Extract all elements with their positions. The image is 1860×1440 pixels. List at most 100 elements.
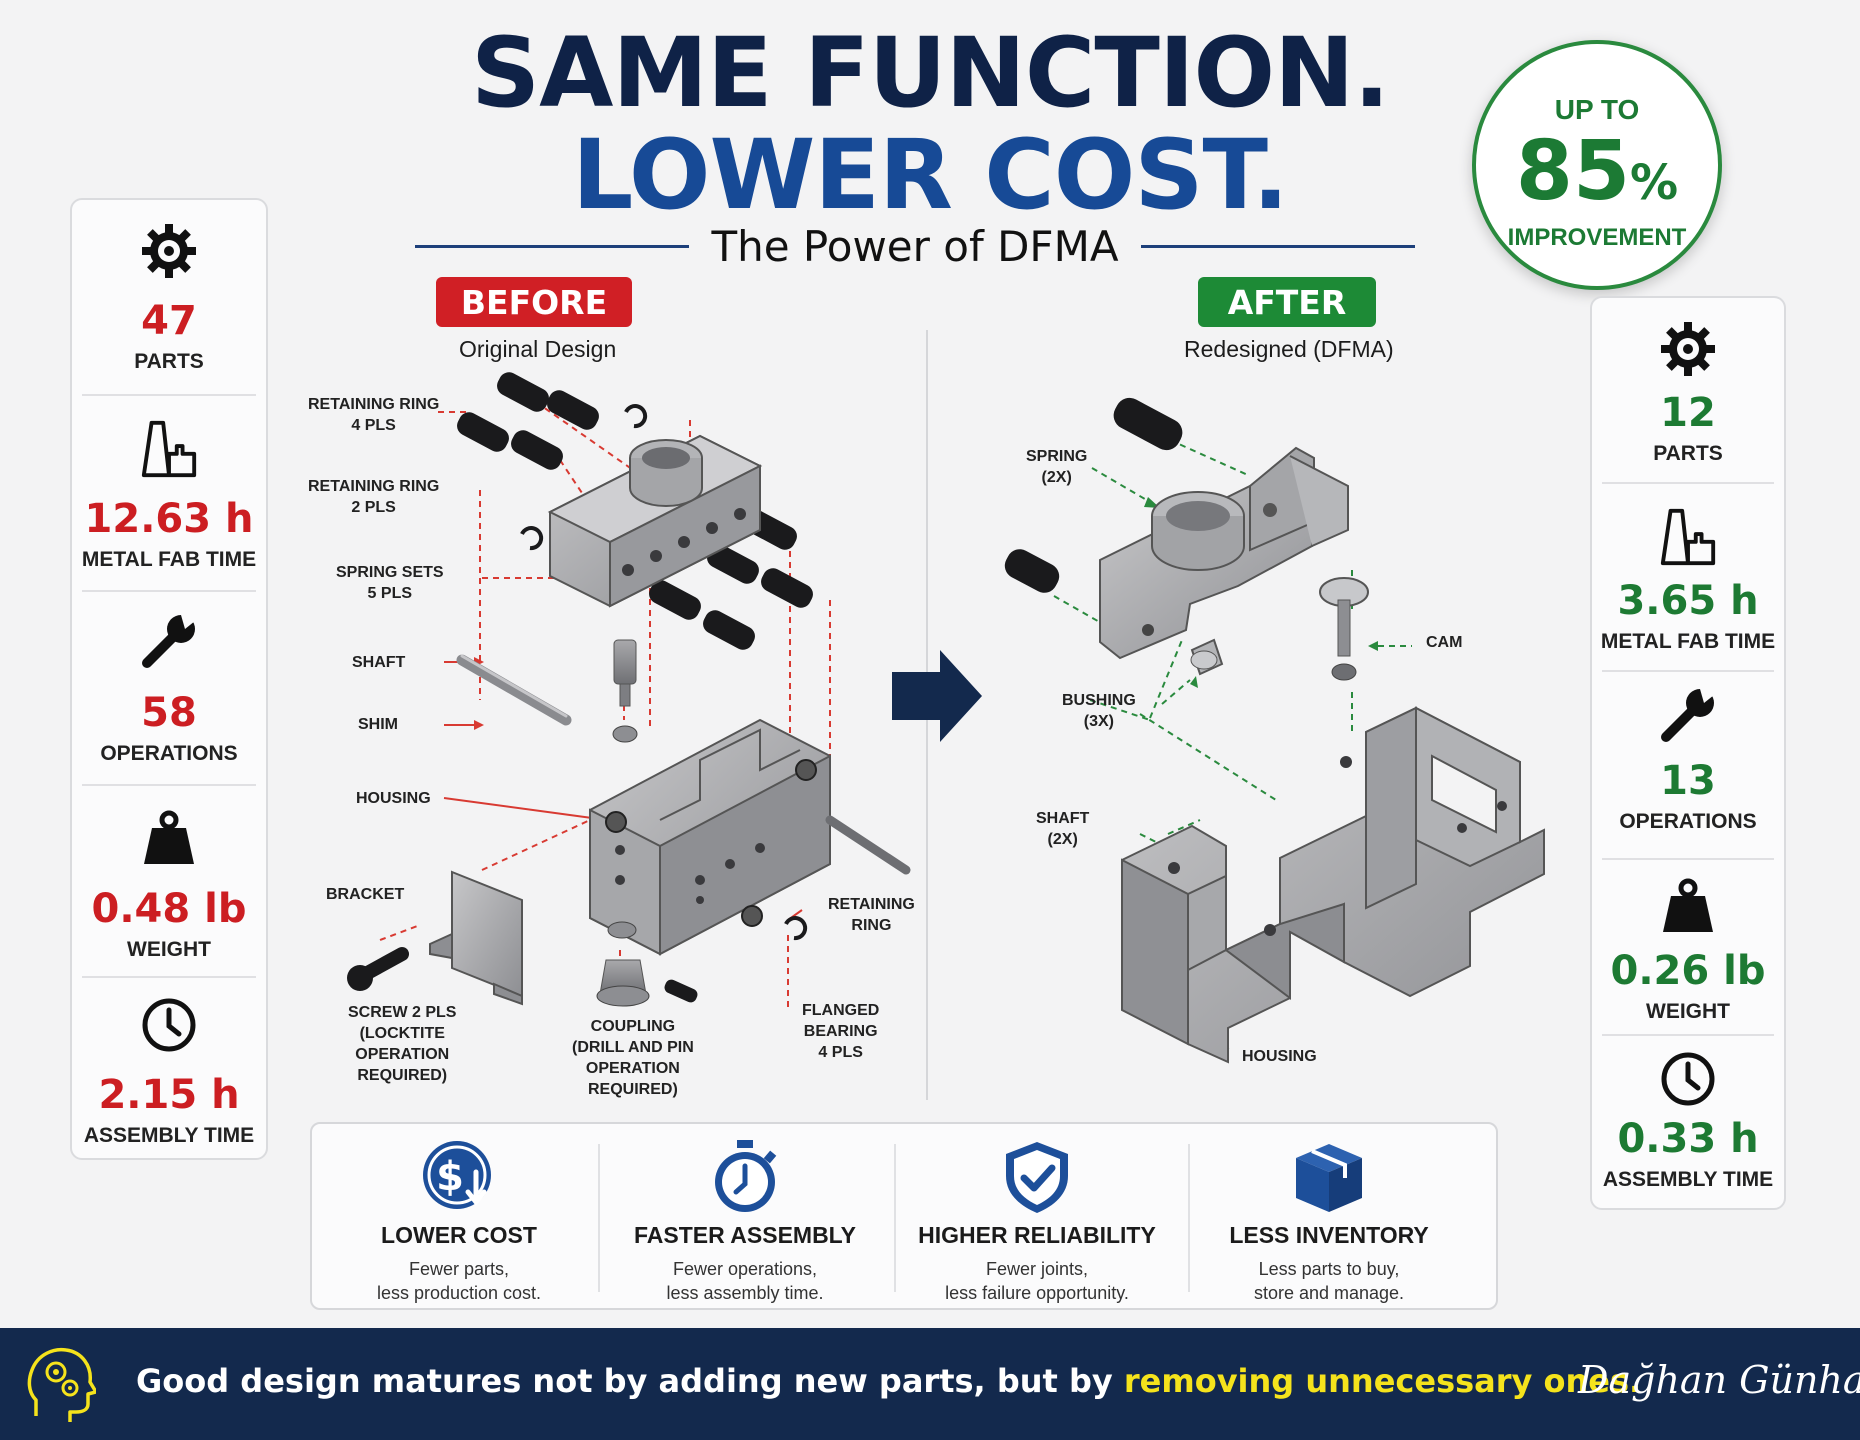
callout-line: FLANGED (802, 1002, 880, 1019)
before-operations-value: 58 (141, 690, 197, 736)
after-assembly-value: 0.33 h (1617, 1116, 1759, 1162)
badge-number: 85 (1515, 124, 1631, 219)
callout-line: RETAINING RING (308, 478, 440, 495)
before-weight-value: 0.48 lb (91, 886, 247, 932)
benefit-desc: Fewer operations,less assembly time. (600, 1257, 890, 1305)
callout-bushing: BUSHING (3X) (1062, 690, 1136, 732)
callout-line: REQUIRED) (588, 1081, 678, 1098)
after-weight-label: WEIGHT (1646, 1000, 1730, 1023)
before-stats-panel: 47 PARTS 12.63 h METAL FAB TIME 58 OPERA… (70, 198, 268, 1160)
after-stats-panel: 12 PARTS 3.65 h METAL FAB TIME 13 OPERAT… (1590, 296, 1786, 1210)
badge-unit: % (1630, 155, 1679, 211)
callout-retaining-ring: RETAINING RING (828, 894, 915, 936)
divider (1188, 1144, 1190, 1292)
divider (598, 1144, 600, 1292)
before-weight-label: WEIGHT (127, 938, 211, 961)
after-stat-operations: 13 OPERATIONS (1592, 686, 1784, 856)
callout-retaining-ring-2: RETAINING RING 2 PLS (308, 476, 439, 518)
after-parts-label: PARTS (1653, 442, 1723, 465)
factory-icon (1657, 506, 1719, 568)
callout-line: OPERATION (355, 1046, 450, 1063)
weight-icon (138, 808, 200, 870)
callout-housing: HOUSING (356, 790, 431, 807)
weight-icon (1657, 876, 1719, 938)
benefit-lower-cost: $ LOWER COST Fewer parts,less production… (314, 1138, 604, 1305)
benefit-desc: Less parts to buy,store and manage. (1184, 1257, 1474, 1305)
gear-icon (1657, 318, 1719, 380)
callout-line: SPRING SETS (336, 564, 444, 581)
callout-line: (DRILL AND PIN (572, 1039, 694, 1056)
callout-line: RING (851, 917, 892, 934)
divider (1602, 858, 1774, 860)
after-subtitle: Redesigned (DFMA) (1184, 336, 1394, 362)
callout-line: REQUIRED) (357, 1067, 448, 1084)
before-tag: BEFORE (436, 277, 632, 327)
callout-spring: SPRING(2X) (1026, 446, 1087, 488)
before-stat-fab: 12.63 h METAL FAB TIME (72, 418, 266, 588)
subtitle-rule-right (1140, 244, 1416, 248)
factory-icon (138, 418, 200, 480)
callout-shaft: SHAFT (352, 654, 406, 671)
before-subtitle: Original Design (459, 336, 617, 362)
callout-line: BEARING (803, 1023, 878, 1040)
gear-icon (138, 220, 200, 282)
divider (82, 394, 256, 396)
before-stat-assembly: 2.15 h ASSEMBLY TIME (72, 994, 266, 1164)
head-gears-icon (26, 1344, 98, 1424)
divider (1602, 482, 1774, 484)
clock-icon (1657, 1048, 1719, 1110)
callout-line: 2 PLS (351, 499, 396, 516)
footer-quote: Good design matures not by adding new pa… (136, 1362, 1641, 1400)
subtitle: The Power of DFMA (711, 221, 1119, 271)
callout-housing-after: HOUSING (1242, 1048, 1317, 1065)
wrench-icon (138, 612, 200, 674)
divider (894, 1144, 896, 1292)
divider (1602, 670, 1774, 672)
before-fab-label: METAL FAB TIME (81, 548, 257, 571)
benefit-desc-line: store and manage. (1253, 1283, 1405, 1303)
callout-spring-sets: SPRING SETS 5 PLS (336, 562, 444, 604)
benefit-title: LOWER COST (381, 1222, 537, 1248)
callout-line: COUPLING (590, 1018, 676, 1035)
callout-line: BUSHING (1062, 692, 1136, 709)
callout-shim: SHIM (358, 716, 398, 733)
callout-line: RETAINING (828, 896, 915, 913)
after-fab-value: 3.65 h (1617, 578, 1759, 624)
author-signature: Dağhan Günhan (1578, 1358, 1860, 1402)
after-stat-parts: 12 PARTS (1592, 318, 1784, 488)
benefit-desc-line: Fewer joints, (985, 1259, 1089, 1279)
before-fab-value: 12.63 h (84, 496, 254, 542)
dollar-down-icon: $ (314, 1138, 604, 1216)
subtitle-rule-left (415, 244, 690, 248)
callout-line: (2X) (1041, 469, 1072, 486)
callout-bracket: BRACKET (326, 886, 405, 903)
after-tag: AFTER (1198, 277, 1376, 327)
stopwatch-icon (600, 1138, 890, 1216)
before-stat-weight: 0.48 lb WEIGHT (72, 808, 266, 978)
after-parts-value: 12 (1660, 390, 1716, 436)
benefits-panel: $ LOWER COST Fewer parts,less production… (310, 1122, 1498, 1310)
benefit-desc-line: less assembly time. (666, 1283, 824, 1303)
badge-bottom-text: IMPROVEMENT (1507, 224, 1687, 251)
before-parts-label: PARTS (134, 350, 204, 373)
after-stat-weight: 0.26 lb WEIGHT (1592, 876, 1784, 1046)
benefit-title: LESS INVENTORY (1229, 1222, 1429, 1248)
callout-line: (3X) (1083, 713, 1114, 730)
after-fab-label: METAL FAB TIME (1600, 630, 1776, 653)
headline-line-2: LOWER COST. (572, 119, 1289, 231)
callout-line: RETAINING RING (308, 396, 440, 413)
callout-line: 5 PLS (367, 585, 413, 602)
headline-line-1: SAME FUNCTION. (471, 17, 1390, 129)
box-icon (1184, 1138, 1474, 1216)
quote-highlight: removing unnecessary ones. (1123, 1362, 1642, 1400)
subtitle-row: The Power of DFMA (415, 218, 1416, 274)
benefit-desc-line: less production cost. (376, 1283, 542, 1303)
benefit-desc-line: less failure opportunity. (945, 1283, 1129, 1303)
after-operations-label: OPERATIONS (1619, 810, 1757, 833)
wrench-icon (1657, 686, 1719, 748)
divider (82, 784, 256, 786)
